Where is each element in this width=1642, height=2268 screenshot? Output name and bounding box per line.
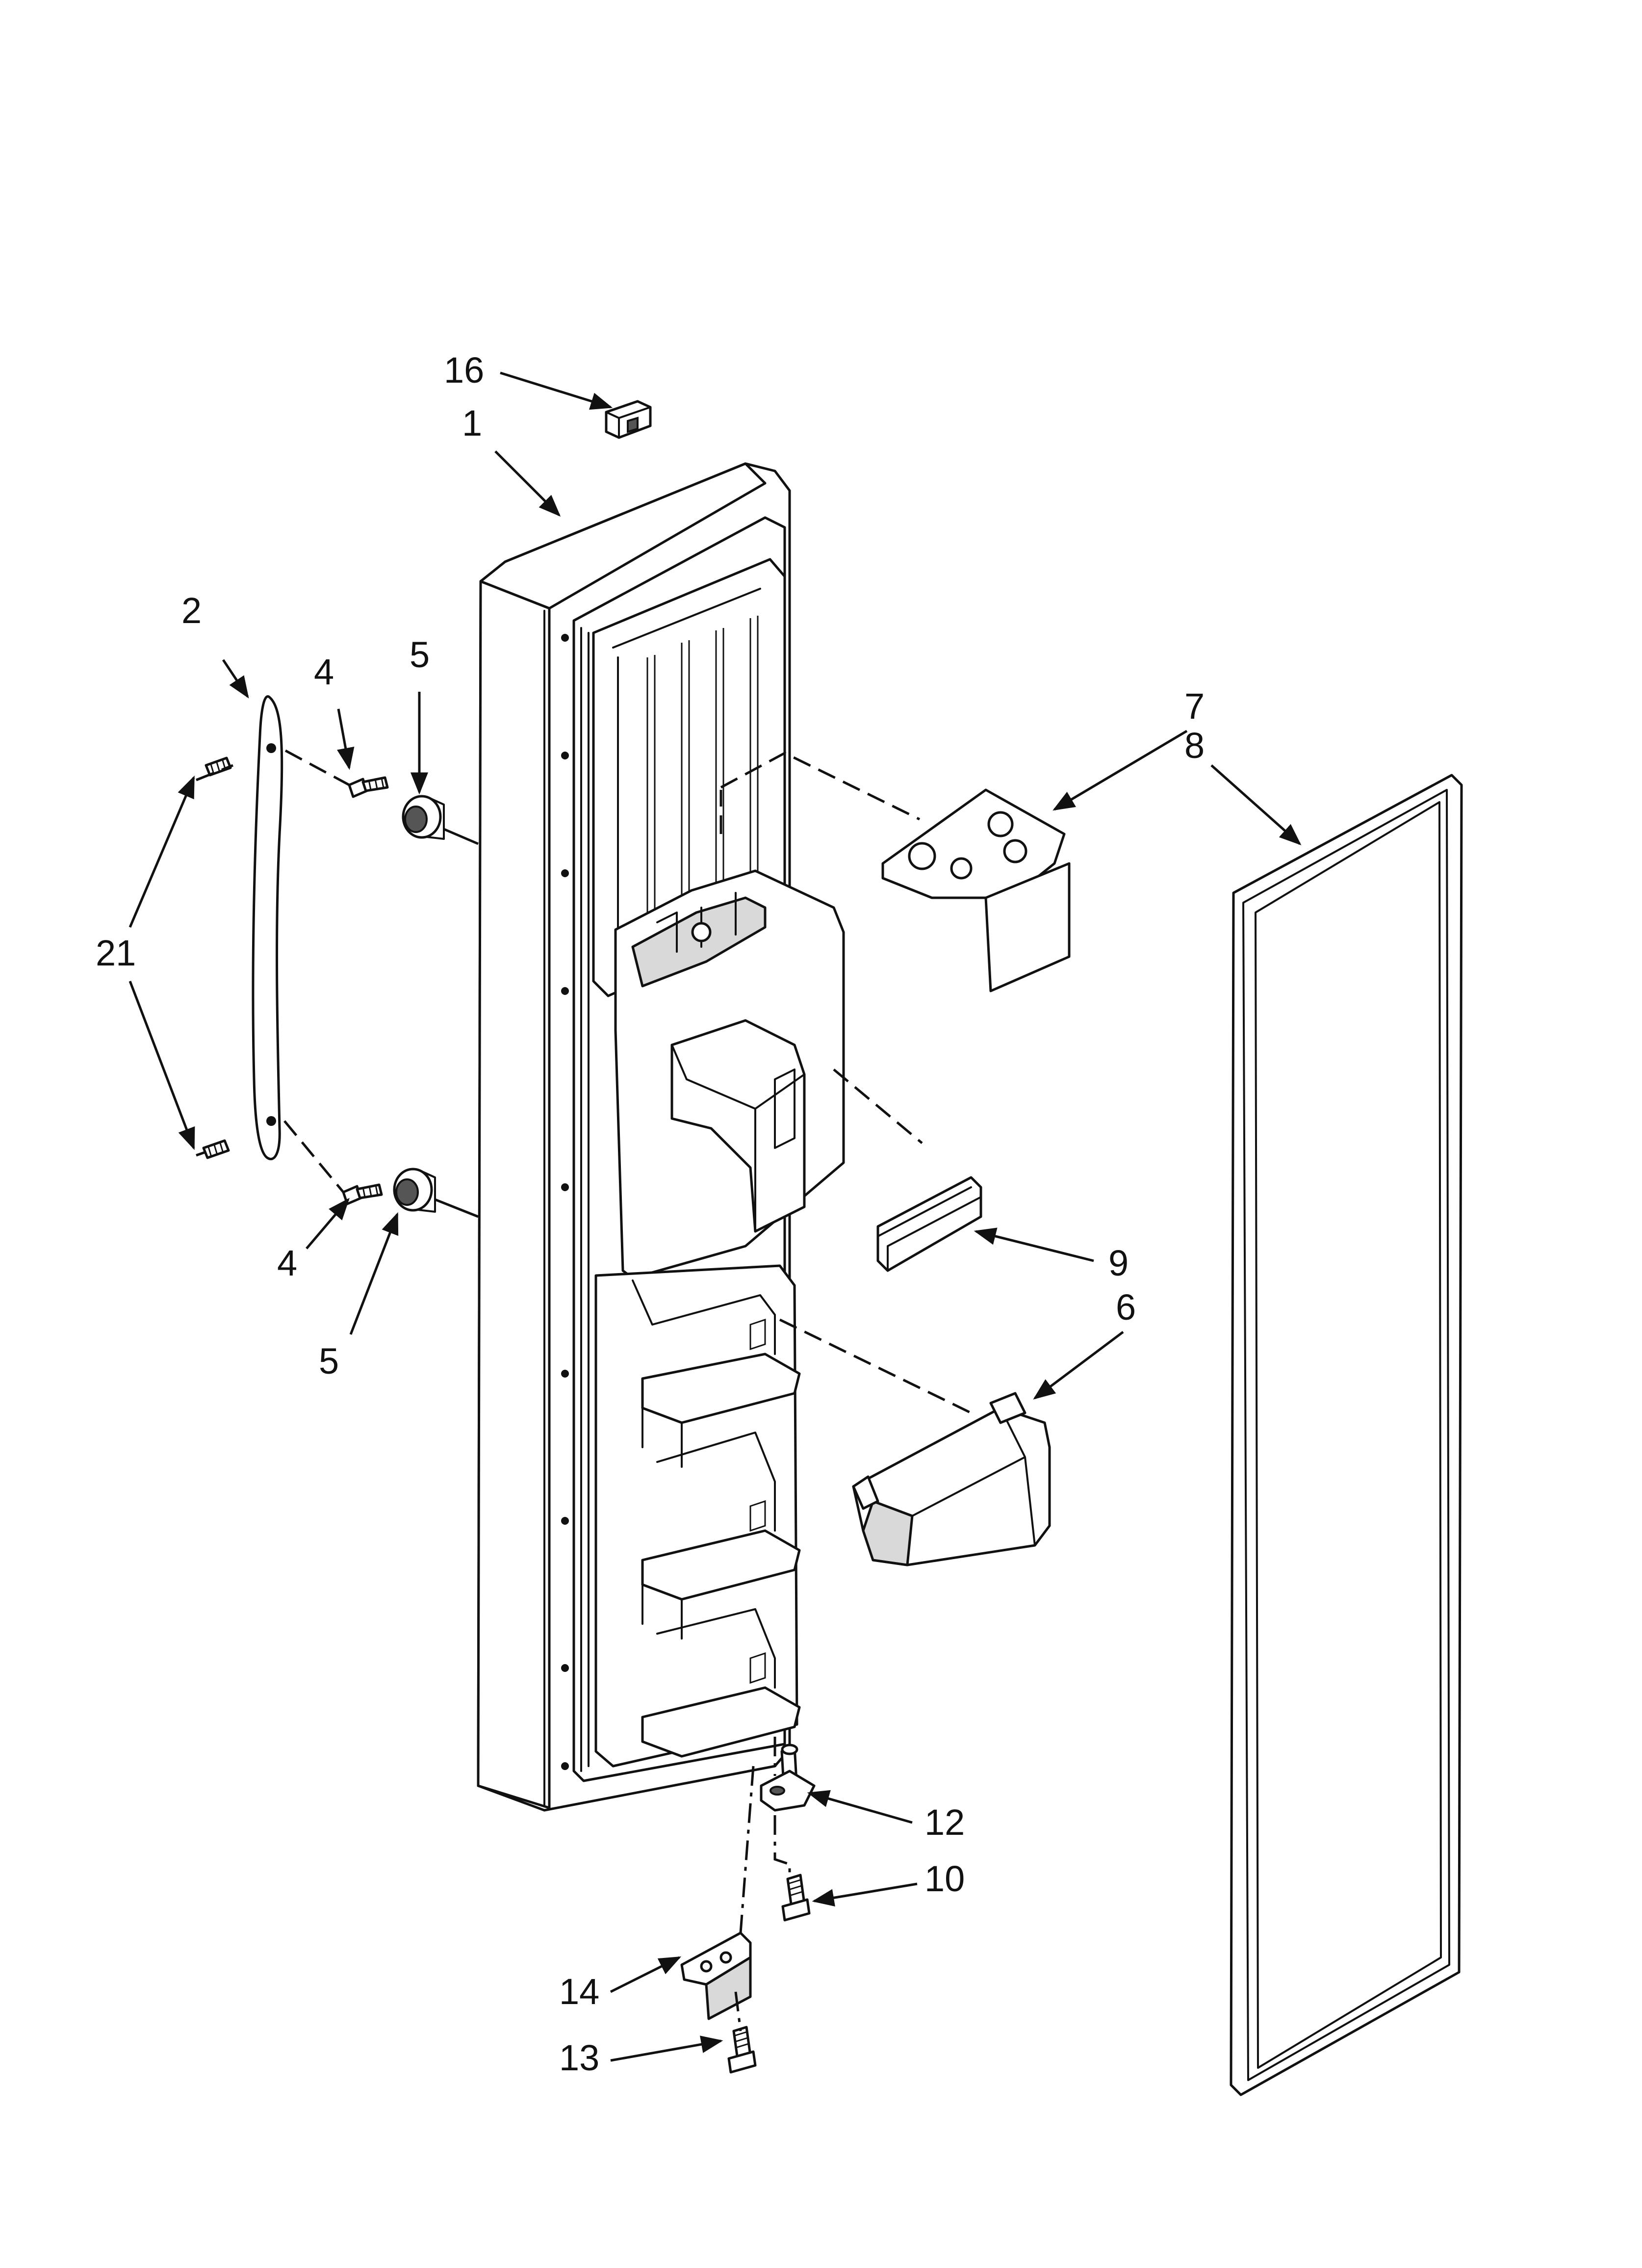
- callout-8: 8: [1184, 725, 1205, 766]
- part-4-screw-bottom: [342, 1183, 383, 1205]
- leader-arrows: [128, 371, 1302, 2062]
- callout-4-bottom: 4: [277, 1243, 297, 1283]
- part-8-gasket: [1230, 774, 1463, 2096]
- part-7-plate: [881, 788, 1071, 992]
- callout-9: 9: [1108, 1243, 1129, 1283]
- callout-21: 21: [96, 933, 136, 973]
- callout-12: 12: [924, 1802, 965, 1843]
- callout-6: 6: [1116, 1287, 1136, 1328]
- callout-5-top: 5: [410, 634, 430, 675]
- callout-1: 1: [462, 403, 482, 443]
- part-12-hinge-pin: [760, 1744, 816, 1812]
- callout-5-bottom: 5: [319, 1341, 339, 1382]
- callout-4-top: 4: [314, 652, 334, 692]
- callout-13: 13: [559, 2037, 599, 2078]
- liner-screw-holes: [561, 634, 569, 1770]
- callout-labels: 16 1 2 4 5 21 4 5 7 8 9 6 12 10 14 13: [96, 350, 1205, 2078]
- part-5-spacer-top: [402, 795, 445, 840]
- assembly-lines: [196, 749, 972, 2032]
- part-14-hinge-bracket: [680, 1931, 752, 2020]
- callout-7: 7: [1184, 686, 1205, 727]
- part-6-bin: [852, 1392, 1051, 1566]
- part-13-screw: [727, 2026, 757, 2074]
- part-9-rail: [876, 1176, 982, 1272]
- part-2-handle: [252, 695, 283, 1160]
- part-10-screw: [781, 1874, 811, 1922]
- door-shelves: [632, 1279, 801, 1758]
- callout-10: 10: [924, 1858, 965, 1899]
- part-16-module: [605, 400, 652, 439]
- part-5-spacer-bottom: [393, 1168, 436, 1213]
- part-21-set-screw-bottom: [202, 1139, 230, 1159]
- part-1-door-assembly: [477, 462, 845, 1812]
- callout-14: 14: [559, 1971, 599, 2012]
- part-4-screw-top: [348, 776, 389, 798]
- callout-16: 16: [444, 350, 484, 391]
- callout-2: 2: [181, 590, 202, 631]
